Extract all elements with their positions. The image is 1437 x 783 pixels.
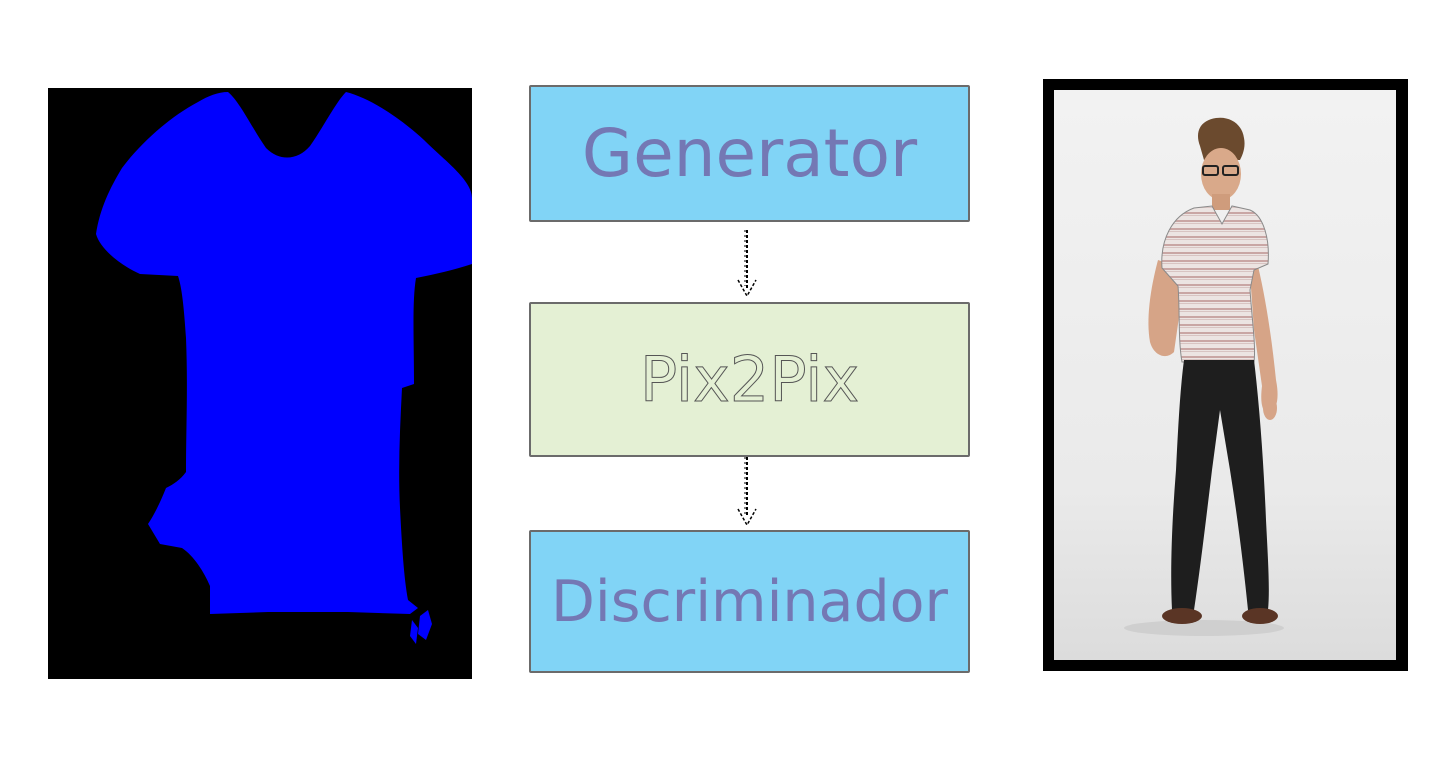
discriminator-label: Discriminador bbox=[551, 568, 948, 635]
arrow-pix2pix-to-discriminator bbox=[737, 457, 757, 527]
hand bbox=[1263, 396, 1277, 420]
discriminator-box: Discriminador bbox=[529, 530, 970, 673]
glasses-right bbox=[1222, 165, 1239, 176]
right-arm bbox=[1250, 266, 1278, 414]
floor-shadow bbox=[1124, 620, 1284, 636]
arrow-generator-to-pix2pix bbox=[737, 230, 757, 298]
tshirt-mask-fragment-2 bbox=[410, 620, 418, 644]
left-arm bbox=[1148, 260, 1180, 357]
glasses-left bbox=[1202, 165, 1219, 176]
person-figure bbox=[1124, 117, 1284, 636]
neck bbox=[1212, 194, 1230, 210]
pix2pix-box: Pix2Pix bbox=[529, 302, 970, 457]
generator-box: Generator bbox=[529, 85, 970, 222]
generated-image-panel bbox=[1043, 79, 1408, 671]
hair bbox=[1197, 117, 1245, 160]
black-jeans bbox=[1171, 360, 1269, 610]
left-shoe bbox=[1162, 608, 1202, 624]
segmentation-mask-panel bbox=[48, 88, 472, 679]
tshirt-mask-shape bbox=[96, 92, 472, 614]
head bbox=[1201, 148, 1241, 200]
pix2pix-label: Pix2Pix bbox=[639, 343, 860, 417]
generated-person-photo bbox=[1054, 90, 1396, 660]
right-shoe bbox=[1242, 608, 1278, 624]
tshirt-mask-image bbox=[96, 92, 472, 644]
striped-tshirt bbox=[1161, 205, 1269, 363]
generator-label: Generator bbox=[581, 115, 918, 192]
tshirt-mask-fragment bbox=[418, 610, 432, 640]
